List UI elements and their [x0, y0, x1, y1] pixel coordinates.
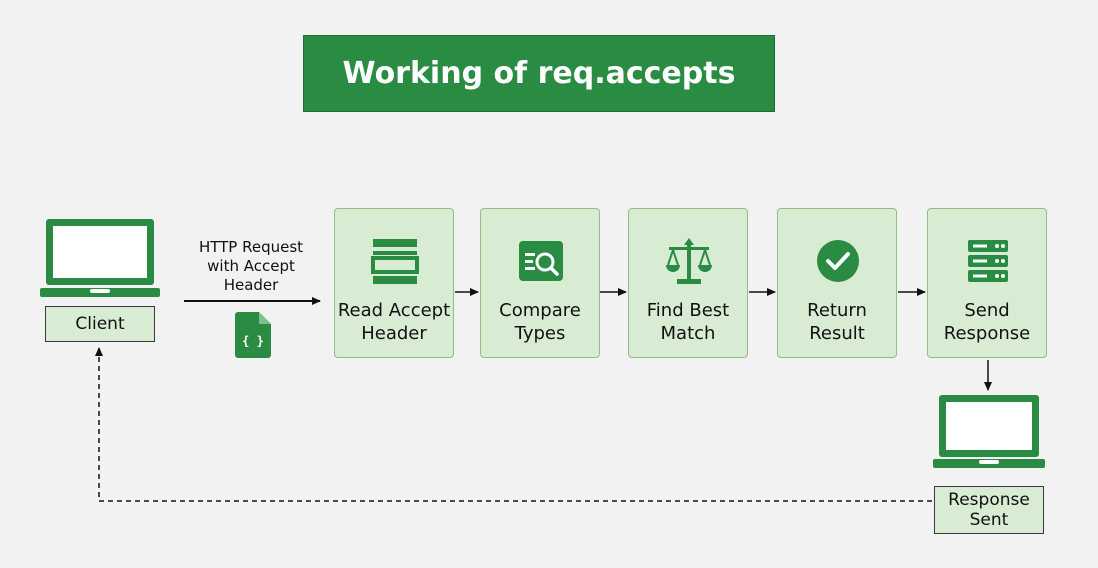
step-send-response: Send Response	[927, 208, 1047, 358]
response-return-dashed-line	[95, 347, 932, 502]
step-label: Send Response	[943, 300, 1031, 344]
step-label: Find Best Match	[646, 300, 730, 344]
step-find-best-match: Find Best Match	[628, 208, 748, 358]
step-label: Read Accept Header	[337, 300, 451, 344]
search-compare-icon	[519, 241, 563, 281]
balance-scale-icon	[666, 238, 712, 284]
json-file-icon: { }	[235, 312, 271, 358]
step-return-result: Return Result	[777, 208, 897, 358]
step-read-accept-header: Read Accept Header	[334, 208, 454, 358]
server-stack-icon	[968, 240, 1008, 282]
request-label: HTTP Request with Accept Header	[198, 238, 304, 294]
step-label: Return Result	[807, 300, 867, 344]
file-glyph: { }	[242, 334, 264, 348]
response-laptop-icon	[933, 395, 1045, 468]
header-window-icon	[371, 239, 419, 284]
client-label: Client	[45, 306, 155, 342]
diagram-title: Working of req.accepts	[303, 35, 775, 112]
step-label: Compare Types	[499, 300, 581, 344]
check-circle-icon	[817, 240, 859, 282]
client-laptop-icon	[40, 219, 160, 297]
response-sent-label: Response Sent	[934, 486, 1044, 534]
step-compare-types: Compare Types	[480, 208, 600, 358]
